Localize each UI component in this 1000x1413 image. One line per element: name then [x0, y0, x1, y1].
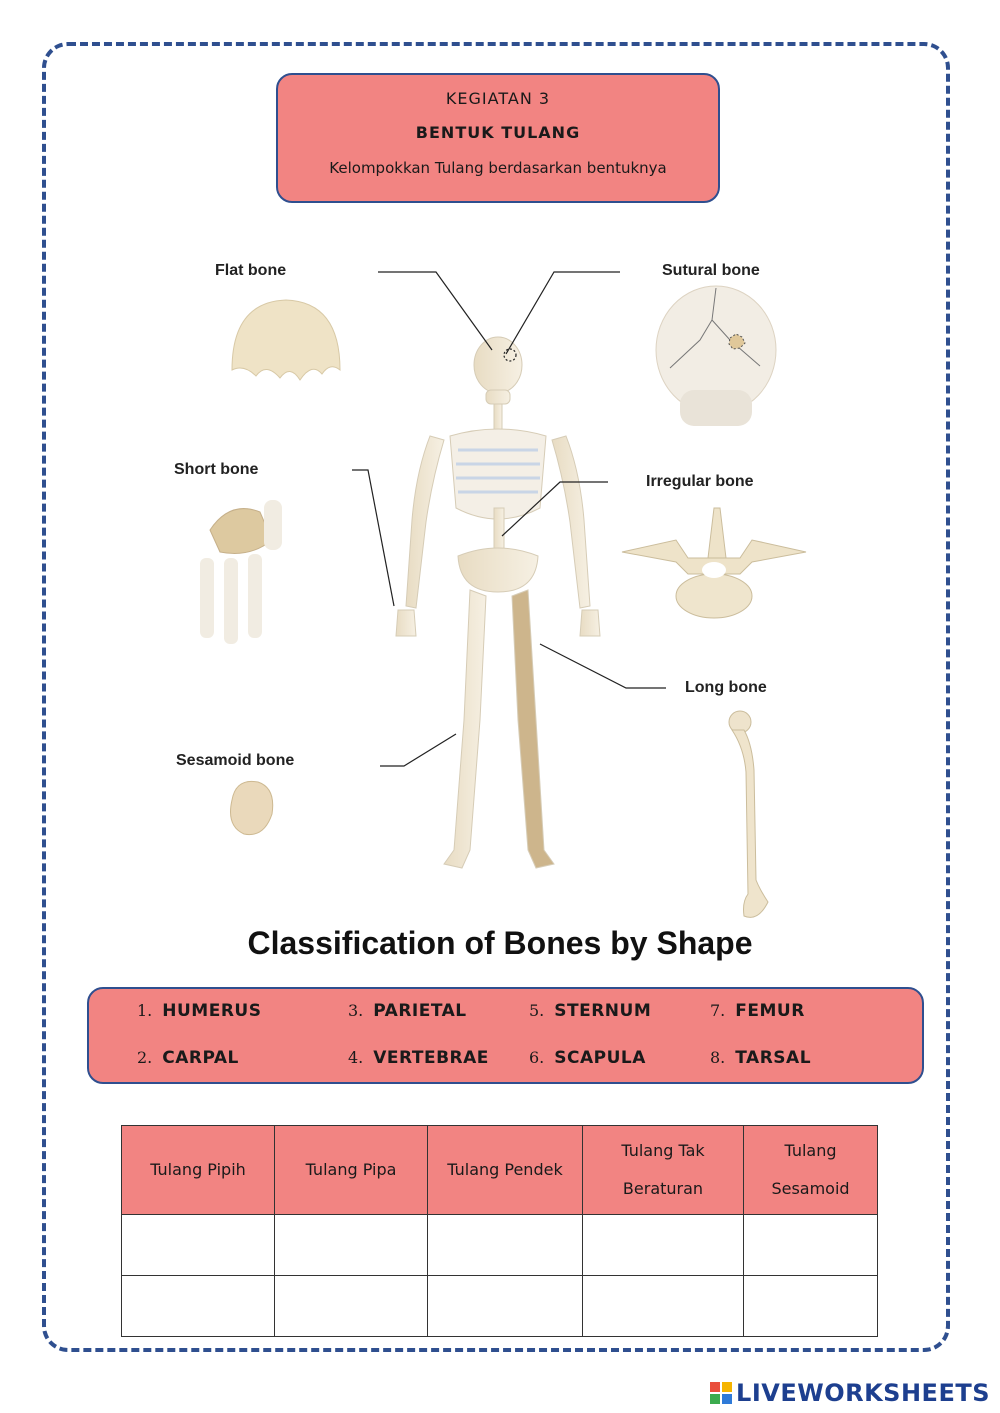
skeleton-illustration	[200, 271, 807, 918]
flat-bone-image	[231, 299, 341, 381]
liveworksheets-brand: LIVEWORKSHEETS	[710, 1379, 990, 1407]
figure-title: Classification of Bones by Shape	[247, 925, 753, 961]
drop-cell[interactable]	[427, 1275, 583, 1337]
word-item: 7.FEMUR	[710, 1001, 805, 1021]
word-item: 3.PARIETAL	[348, 1001, 467, 1021]
classification-table: Tulang Pipih Tulang Pipa Tulang Pendek T…	[121, 1125, 878, 1337]
column-header: Tulang Pendek	[427, 1125, 583, 1215]
drop-cell[interactable]	[743, 1275, 878, 1337]
label-long-bone: Long bone	[685, 679, 767, 696]
activity-title: BENTUK TULANG	[415, 123, 581, 142]
word-item: 1.HUMERUS	[137, 1001, 262, 1021]
label-irregular-bone: Irregular bone	[646, 473, 754, 490]
column-header: Tulang Pipa	[274, 1125, 428, 1215]
drop-cell[interactable]	[121, 1275, 275, 1337]
drop-cell[interactable]	[582, 1275, 744, 1337]
activity-instruction: Kelompokkan Tulang berdasarkan bentuknya	[329, 159, 667, 177]
drop-cell[interactable]	[274, 1275, 428, 1337]
label-short-bone: Short bone	[174, 461, 259, 478]
drop-cell[interactable]	[427, 1214, 583, 1276]
drop-cell[interactable]	[274, 1214, 428, 1276]
bone-classification-figure: Flat bone Sutural bone Short bone Irregu…	[140, 240, 860, 940]
label-sesamoid-bone: Sesamoid bone	[176, 752, 295, 769]
table-header-row: Tulang Pipih Tulang Pipa Tulang Pendek T…	[121, 1125, 878, 1215]
label-sutural-bone: Sutural bone	[662, 262, 760, 279]
word-item: 8.TARSAL	[710, 1048, 812, 1068]
table-row	[121, 1275, 878, 1337]
word-bank: 1.HUMERUS 2.CARPAL 3.PARIETAL 4.VERTEBRA…	[87, 987, 924, 1084]
irregular-bone-image	[621, 507, 807, 619]
table-row	[121, 1214, 878, 1276]
activity-number: KEGIATAN 3	[445, 89, 551, 108]
word-item: 6.SCAPULA	[529, 1048, 646, 1068]
word-item: 2.CARPAL	[137, 1048, 239, 1068]
label-flat-bone: Flat bone	[215, 262, 287, 279]
short-bone-image	[200, 500, 282, 644]
long-bone-image	[728, 710, 769, 918]
column-header: Tulang Pipih	[121, 1125, 275, 1215]
page-frame	[42, 42, 950, 1352]
skeleton-body	[395, 336, 601, 869]
word-item: 5.STERNUM	[529, 1001, 652, 1021]
sutural-bone-image	[655, 285, 777, 426]
sesamoid-bone-image	[230, 780, 274, 836]
drop-cell[interactable]	[743, 1214, 878, 1276]
drop-cell[interactable]	[582, 1214, 744, 1276]
word-item: 4.VERTEBRAE	[348, 1048, 489, 1068]
activity-header: KEGIATAN 3 BENTUK TULANG Kelompokkan Tul…	[276, 73, 720, 203]
liveworksheets-logo-icon	[710, 1382, 733, 1404]
leader-lines	[352, 271, 666, 767]
drop-cell[interactable]	[121, 1214, 275, 1276]
